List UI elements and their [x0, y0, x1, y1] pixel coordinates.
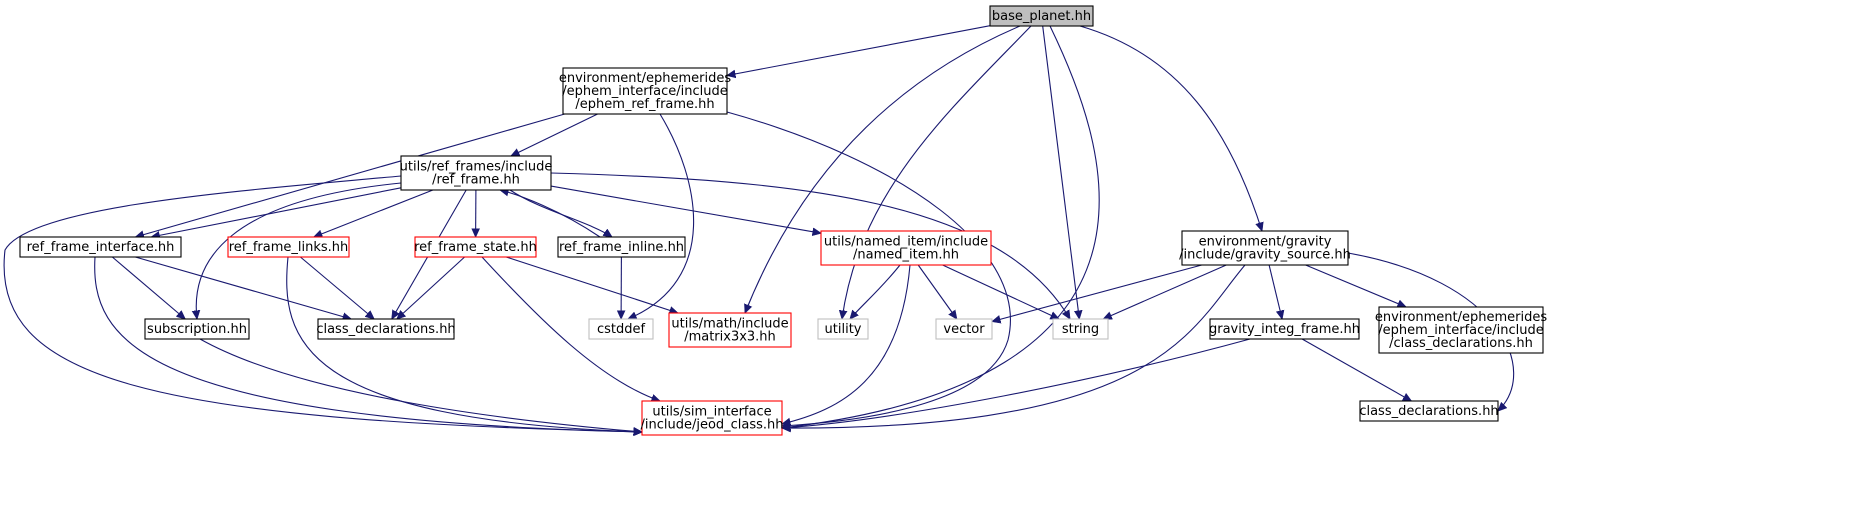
node-label: environment/ephemerides	[1375, 310, 1548, 325]
node-label: utils/ref_frames/include	[400, 160, 553, 175]
node-label: gravity_integ_frame.hh	[1209, 322, 1360, 337]
edge-gravity-integ-frame-to-class-decl-grav	[1301, 338, 1411, 401]
edge-ref-frame-interface-to-subscription	[111, 256, 185, 319]
node-label: utility	[825, 322, 862, 337]
edge-ref-frame-inline-to-ref-frame	[500, 190, 601, 238]
edge-base-planet-to-matrix3x3	[745, 25, 1021, 313]
node-label: vector	[943, 322, 985, 337]
node-label: utils/named_item/include	[824, 235, 988, 250]
edge-named-item-to-vector	[917, 264, 957, 319]
node-utility: utility	[817, 318, 869, 340]
edge-named-item-to-jeod-class	[782, 264, 911, 424]
edge-subscription-to-jeod-class	[199, 338, 642, 432]
edge-ref-frame-to-jeod-class	[3, 175, 642, 432]
edge-ephem-ref-frame-to-cstddef	[628, 113, 695, 319]
node-string: string	[1052, 318, 1109, 340]
node-matrix3x3[interactable]: utils/math/include/matrix3x3.hh	[668, 312, 792, 348]
node-label: utils/math/include	[671, 317, 788, 332]
node-jeod-class[interactable]: utils/sim_interface/include/jeod_class.h…	[640, 400, 784, 436]
node-label: class_declarations.hh	[1359, 404, 1498, 419]
node-ephem-class-decl[interactable]: environment/ephemerides/ephem_interface/…	[1375, 306, 1548, 354]
node-label: /ref_frame.hh	[432, 173, 520, 188]
node-ref-frame-interface[interactable]: ref_frame_interface.hh	[19, 236, 182, 258]
node-label: class_declarations.hh	[316, 322, 455, 337]
node-label: /ephem_interface/include	[1378, 323, 1544, 338]
edge-ref-frame-to-string	[550, 172, 1070, 319]
node-named-item[interactable]: utils/named_item/include/named_item.hh	[820, 230, 992, 266]
node-gravity-source[interactable]: environment/gravity/include/gravity_sour…	[1179, 230, 1351, 266]
edge-ref-frame-interface-to-jeod-class	[94, 256, 642, 432]
nodes-layer: base_planet.hh environment/ephemerides/ep…	[19, 5, 1548, 436]
node-label: ref_frame_interface.hh	[27, 240, 175, 255]
edge-ref-frame-state-to-jeod-class	[481, 256, 660, 401]
node-label: /class_declarations.hh	[1389, 336, 1533, 351]
edge-base-planet-to-jeod-class	[782, 25, 1100, 428]
node-ephem-ref-frame[interactable]: environment/ephemerides/ephem_interface/…	[559, 67, 732, 115]
node-label: base_planet.hh	[992, 9, 1091, 24]
edge-base-planet-to-ephem-ref-frame	[727, 25, 991, 76]
node-ref-frame-inline[interactable]: ref_frame_inline.hh	[557, 236, 686, 258]
edge-base-planet-to-utility	[842, 25, 1032, 319]
node-class-decl-grav[interactable]: class_declarations.hh	[1359, 400, 1499, 422]
edge-gravity-source-to-jeod-class	[782, 264, 1246, 428]
edge-gravity-source-to-gravity-integ-frame	[1268, 264, 1282, 319]
edge-ref-frame-state-to-class-decl-ref	[397, 256, 465, 319]
edge-ref-frame-to-ref-frame-links	[314, 189, 434, 237]
node-label: /include/jeod_class.hh	[640, 418, 783, 433]
edge-ref-frame-state-to-matrix3x3	[506, 256, 678, 313]
edge-ephem-ref-frame-to-ref-frame-interface	[135, 113, 565, 237]
node-subscription[interactable]: subscription.hh	[144, 318, 250, 340]
edge-ref-frame-interface-to-class-decl-ref	[135, 256, 351, 319]
edge-ref-frame-to-named-item	[550, 185, 821, 233]
edge-ref-frame-links-to-class-decl-ref	[300, 256, 374, 319]
edge-ephem-ref-frame-to-ref-frame	[511, 113, 598, 157]
edge-named-item-to-utility	[850, 264, 901, 319]
node-label: /named_item.hh	[853, 248, 959, 263]
edge-ref-frame-links-to-jeod-class	[286, 256, 642, 432]
node-label: ref_frame_links.hh	[229, 240, 349, 255]
edge-gravity-source-to-vector	[992, 264, 1202, 322]
node-label: /ephem_interface/include	[562, 84, 728, 99]
node-gravity-integ-frame[interactable]: gravity_integ_frame.hh	[1209, 318, 1360, 340]
edge-gravity-integ-frame-to-jeod-class	[782, 338, 1251, 428]
node-ref-frame[interactable]: utils/ref_frames/include/ref_frame.hh	[400, 155, 553, 191]
node-vector: vector	[935, 318, 993, 340]
node-label: ref_frame_inline.hh	[559, 240, 684, 255]
node-class-decl-ref[interactable]: class_declarations.hh	[316, 318, 456, 340]
node-label: environment/gravity	[1199, 235, 1332, 250]
node-label: cstddef	[597, 322, 646, 337]
edges-layer	[3, 25, 1515, 432]
node-base-planet[interactable]: base_planet.hh	[989, 5, 1094, 27]
edge-ephem-ref-frame-to-jeod-class	[726, 111, 1011, 426]
node-label: utils/sim_interface	[652, 405, 771, 420]
edge-gravity-source-to-string	[1103, 264, 1227, 320]
node-label: /ephem_ref_frame.hh	[575, 97, 714, 112]
node-cstddef: cstddef	[588, 318, 654, 340]
node-label: /matrix3x3.hh	[684, 330, 776, 345]
node-label: string	[1062, 322, 1099, 337]
edge-ref-frame-to-ref-frame-interface	[151, 187, 402, 237]
node-label: subscription.hh	[147, 322, 247, 337]
edge-base-planet-to-gravity-source	[1079, 25, 1262, 231]
edge-named-item-to-string	[942, 264, 1059, 320]
edge-ref-frame-to-subscription	[196, 182, 402, 319]
node-ref-frame-links[interactable]: ref_frame_links.hh	[227, 236, 350, 258]
edge-gravity-source-to-ephem-class-decl	[1305, 264, 1406, 307]
edge-base-planet-to-string	[1042, 25, 1080, 319]
node-label: environment/ephemerides	[559, 71, 732, 86]
node-label: /include/gravity_source.hh	[1179, 248, 1351, 263]
node-ref-frame-state[interactable]: ref_frame_state.hh	[414, 236, 537, 258]
node-label: ref_frame_state.hh	[414, 240, 537, 255]
